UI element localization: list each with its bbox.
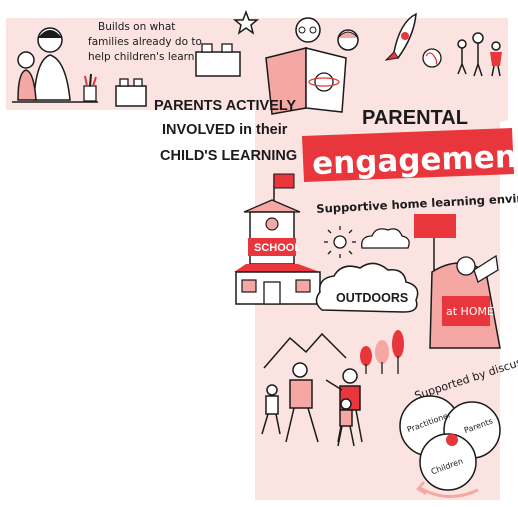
flag-icon (273, 173, 295, 189)
parent-child-figure (12, 27, 98, 103)
parental-heading: PARENTAL (362, 107, 468, 129)
builds-note-line-1: Builds on what (98, 21, 175, 33)
cycle-arrow-icon (416, 481, 479, 498)
planet-icon (422, 48, 442, 68)
planet-icon (314, 72, 334, 92)
school-label: SCHOOL (254, 242, 301, 254)
outdoors-cloud (315, 262, 419, 313)
home-label: at HOME (446, 305, 494, 318)
engagement-banner (302, 128, 514, 182)
cloud-icon (361, 228, 410, 249)
sun-icon (324, 226, 356, 258)
rocket-icon (384, 12, 417, 61)
walking-family (261, 362, 363, 447)
tree-icon (360, 330, 404, 374)
pencil-cup-icon (83, 73, 97, 102)
outdoors-label: OUTDOORS (336, 291, 408, 305)
builds-note-line-3: help children's learning (88, 51, 211, 63)
discussion-diagram: Practitioner Parents Children (399, 395, 501, 491)
parents-involved-line-3: CHILD'S LEARNING (160, 148, 297, 164)
engagement-heading: engagement (311, 138, 518, 182)
lego-brick-icon (115, 78, 147, 107)
lego-brick-icon (195, 43, 241, 77)
family-figures (457, 32, 502, 77)
armchair-reader: at HOME (429, 254, 501, 349)
parents-involved-line-2: INVOLVED in their (162, 122, 288, 138)
builds-note-line-2: families already do to (88, 36, 202, 48)
parents-involved-line-1: PARENTS ACTIVELY (154, 98, 296, 114)
reading-figures (265, 17, 359, 115)
star-icon (232, 9, 260, 35)
mountain-icon (263, 332, 347, 369)
overlap-highlight (446, 434, 458, 446)
school-building: SCHOOL (234, 173, 321, 305)
